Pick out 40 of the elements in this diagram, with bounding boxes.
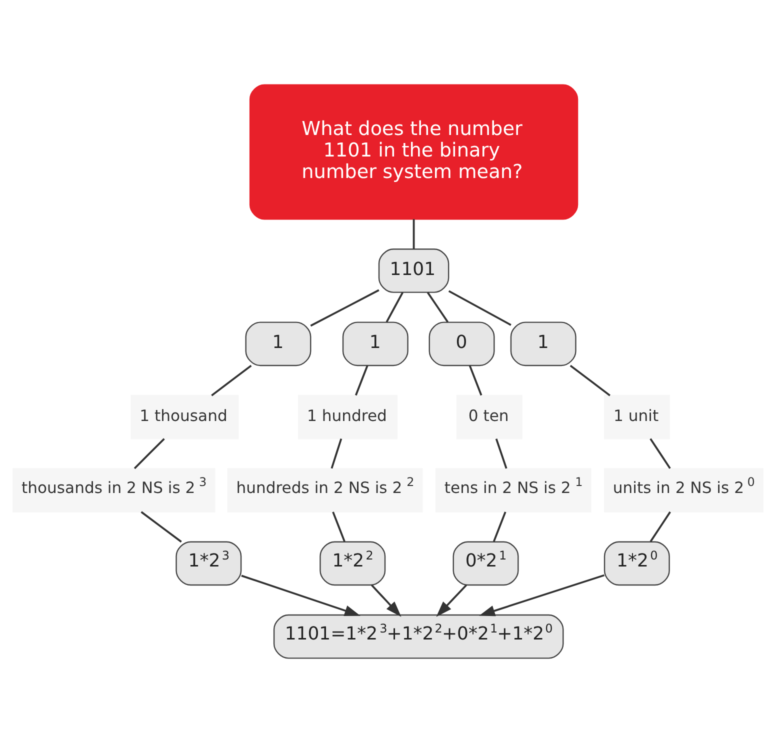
connector bbox=[140, 511, 182, 543]
arrow bbox=[241, 574, 360, 616]
arrow bbox=[479, 574, 605, 616]
node-box: 1 hundred bbox=[298, 394, 398, 440]
node-box: 1*2$^{2}$ bbox=[320, 541, 386, 586]
node-box: units in 2 NS is 2$^{0}$ bbox=[604, 468, 764, 512]
connector bbox=[310, 289, 380, 327]
connector bbox=[386, 292, 404, 322]
connector bbox=[412, 219, 415, 250]
node-box: 1 bbox=[245, 322, 312, 366]
connector bbox=[354, 365, 368, 396]
node-box: 1101=1*2$^{3}$+1*2$^{2}$+0*2$^{1}$+1*2$^{0}$ bbox=[273, 614, 564, 659]
connector bbox=[330, 438, 342, 469]
connector bbox=[134, 438, 165, 470]
node-box: 1 thousand bbox=[130, 394, 239, 440]
connector bbox=[495, 438, 508, 469]
arrow bbox=[436, 584, 468, 617]
connector bbox=[492, 512, 506, 542]
connector bbox=[332, 512, 346, 542]
node-box: 0*2$^{1}$ bbox=[452, 541, 519, 586]
node-box: hundreds in 2 NS is 2$^{2}$ bbox=[227, 468, 423, 512]
connector bbox=[211, 364, 252, 396]
node-box: 1 bbox=[342, 322, 408, 366]
connector bbox=[448, 290, 512, 326]
node-box: 0 ten bbox=[456, 394, 522, 440]
node-box: What does the number 1101 in the binary number system mean? bbox=[249, 84, 578, 220]
node-box: 1 unit bbox=[604, 394, 670, 440]
connector bbox=[650, 438, 671, 469]
node-box: 1*2$^{3}$ bbox=[176, 541, 242, 586]
node-box: tens in 2 NS is 2$^{1}$ bbox=[435, 468, 592, 512]
node-box: 1101 bbox=[378, 248, 450, 293]
arrow bbox=[371, 584, 402, 617]
node-box: 0 bbox=[428, 322, 495, 366]
connector bbox=[570, 364, 610, 396]
node-box: 1*2$^{0}$ bbox=[604, 541, 670, 586]
connector bbox=[426, 292, 449, 323]
node-box: 1 bbox=[510, 322, 576, 366]
connector bbox=[468, 365, 482, 396]
node-box: thousands in 2 NS is 2$^{3}$ bbox=[12, 468, 216, 512]
connector bbox=[650, 511, 671, 542]
